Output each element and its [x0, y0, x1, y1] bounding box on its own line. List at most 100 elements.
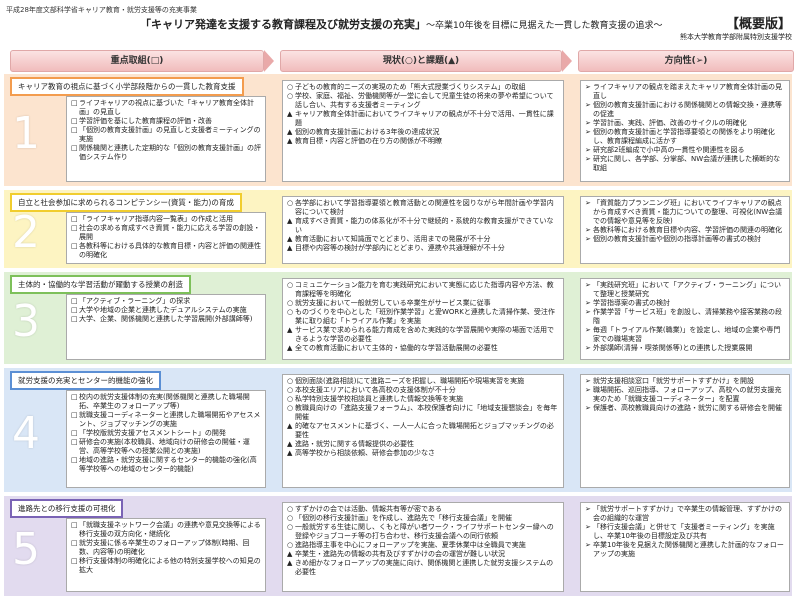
bullet-marker: ○	[287, 377, 294, 385]
bullet-marker: ➢	[585, 155, 591, 163]
section-2-current-box: ○各学部において学習指導要領と教育活動との関連性を図りながら年間計画や学習内容に…	[282, 196, 564, 264]
current-item: ▲教育目標・内容と評価の在り方の関係が不明瞭	[287, 137, 559, 146]
bullet-marker: ➢	[585, 226, 591, 234]
bullet-marker: ➢	[585, 83, 591, 91]
current-item: ▲キャリア教育全体計画においてライフキャリアの観点が不十分で活用、一貫性に課題	[287, 110, 559, 128]
item-text: 「個別の移行支援計画」を作成し、進路先で「移行支援会議」を開催	[295, 514, 512, 522]
focus-item: □就職支援コーディネーターと連携した職場開拓やアセスメント、ジョブマッチングの実…	[71, 411, 261, 429]
section-5-direction-box: ➢「就労サポートすずかけ」で卒業生の情報管理、すずかけの会の組織的な運営➢「移行…	[580, 502, 790, 592]
bullet-marker: ▲	[287, 559, 293, 567]
focus-item: □就労支援に係る卒業生のフォローアップ体制(時期、回数、内容等)の明確化	[71, 539, 261, 557]
bullet-marker: ➢	[585, 299, 591, 307]
current-item: ○一般就労する生徒に関し、くもと障がい者ワーク・ライフサポートセンター縁への登録…	[287, 523, 559, 541]
col-head-current: 現状(○)と課題(▲)	[280, 50, 562, 72]
item-text: 私学特別支援学校相談員と連携した情報交換等を実施	[295, 395, 463, 403]
current-item: ▲個別の教育支援計画における3年後の達成状況	[287, 128, 559, 137]
item-text: 本校支援エリアにおいて各高校の支援体制が不十分	[295, 386, 456, 394]
section-5-label: 進路先との移行支援の可視化	[10, 499, 124, 518]
item-text: 「個別の教育支援計画」の見直しと支援者ミーティングの実施	[79, 126, 261, 143]
item-text: ライフキャリアの視点に基づいた「キャリア教育全体計画」の見直し	[79, 99, 254, 116]
focus-item: □移行支援体制の明確化による他の特別支援学校への知見の拡大	[71, 557, 261, 575]
current-item: ○就労支援において一般就労している卒業生がサービス業に従事	[287, 299, 559, 308]
focus-item: □研修会の実施(本校職員、地域向けの研修会の開催・運営、高等学校等への授業公開と…	[71, 438, 261, 456]
current-item: ○私学特別支援学校相談員と連携した情報交換等を実施	[287, 395, 559, 404]
section-3-focus-box: □「アクティブ・ラーニング」の探求□大学や地域の企業と連携したデュアルシステムの…	[66, 294, 266, 360]
item-text: 社会の求める育成すべき資質・能力に応える学習の創設・展開	[79, 224, 261, 241]
item-text: 大学や地域の企業と連携したデュアルシステムの実施	[79, 306, 247, 314]
item-text: 進路指導主事を中心にフォローアップを実施、夏季休業中は全職員で実施	[295, 541, 526, 549]
section-4-focus-box: □ 校内の就労支援体制の充実(関係機関と連携した職場開拓、卒業生のフォローアップ等…	[66, 390, 266, 488]
section-5-current-box: ○すずかけの会では活動、情報共有等が密である○「個別の移行支援計画」を作成し、進…	[282, 502, 564, 592]
bullet-marker: ○	[287, 386, 294, 394]
bullet-marker: ○	[287, 308, 294, 316]
current-item: ▲的確なアセスメントに基づく、一人一人に合った職場開拓とジョブマッチングの必要性	[287, 422, 559, 440]
item-text: 進路・就労に関する情報提供の必要性	[295, 440, 414, 448]
bullet-marker: ○	[287, 92, 294, 100]
item-text: 毎週「トライアル作業(職業)」を設定し、地域の企業や専門家での職場実習	[593, 326, 781, 343]
bullet-marker: ○	[287, 514, 294, 522]
page-title: 「キャリア発達を支援する教育課程及び就労支援の充実」～卒業10年後を目標に見据え…	[140, 16, 662, 32]
current-item: ○個別面談(進路相談)にて進路ニーズを把握し、職場開拓や現場実習を実施	[287, 377, 559, 386]
bullet-marker: ▲	[287, 235, 293, 243]
bullet-marker: ○	[287, 505, 294, 513]
section-4-direction-box: ➢就労支援相談窓口「就労サポートすずかけ」を開設➢職場開拓、巡回指導、フォローア…	[580, 374, 790, 488]
section-1: キャリア教育の視点に基づく小学部段階からの一貫した教育支援 1 □ライフキャリアの視…	[4, 74, 792, 186]
section-1-focus-box: □ライフキャリアの視点に基づいた「キャリア教育全体計画」の見直し□学習評価を基に…	[66, 96, 266, 182]
direction-item: ➢学習計画、実践、評価、改善のサイクルの明確化	[585, 119, 785, 128]
bullet-marker: □	[71, 438, 78, 446]
bullet-marker: ➢	[585, 344, 591, 352]
direction-item: ➢就労支援相談窓口「就労サポートすずかけ」を開設	[585, 377, 785, 386]
current-item: ○進路指導主事を中心にフォローアップを実施、夏季休業中は全職員で実施	[287, 541, 559, 550]
bullet-marker: □	[71, 224, 78, 232]
item-text: コミュニケーション能力を育む実践研究において実態に応じた指導内容や方法、教育課程…	[295, 281, 554, 298]
item-text: ものづくりを中心とした「班別作業学習」と愛WORKと連携した清掃作業、受注作業に…	[295, 308, 555, 325]
bullet-marker: ➢	[585, 386, 591, 394]
bullet-marker: ➢	[585, 541, 591, 549]
current-item: ○コミュニケーション能力を育む実践研究において実態に応じた指導内容や方法、教育課…	[287, 281, 559, 299]
bullet-marker: ➢	[585, 128, 591, 136]
item-text: 子どもの教育的ニーズの実現のため「熊大式授業づくりシステム」の取組	[295, 83, 526, 91]
current-item: ▲育成すべき資質・能力の体系化が不十分で継続的・系統的な教育支援ができていない	[287, 217, 559, 235]
section-4-current-box: ○個別面談(進路相談)にて進路ニーズを把握し、職場開拓や現場実習を実施○本校支援…	[282, 374, 564, 488]
item-text: 「資質能力プランニング班」においてライフキャリアの観点から育成すべき資質・能力に…	[593, 199, 783, 225]
bullet-marker: □	[71, 297, 78, 305]
item-text: きめ細かなフォローアップの実施に向け、関係機関と連携した就労支援システムの必要性	[295, 559, 554, 576]
bullet-marker: ▲	[287, 110, 293, 118]
focus-item: □大学、企業、関係機関と連携した学習展開(外部講師等)	[71, 315, 261, 324]
bullet-marker: ➢	[585, 308, 591, 316]
bullet-marker: ➢	[585, 404, 591, 412]
item-text: 学校、家庭、福祉、労働機関等が一堂に会して児童生徒の将来の夢や希望について話し合…	[295, 92, 554, 109]
item-text: 卒業10年後を見据えた関係機関と連携した計画的なフォローアップの実施	[593, 541, 784, 558]
item-text: 一般就労する生徒に関し、くもと障がい者ワーク・ライフサポートセンター縁への登録や…	[295, 523, 554, 540]
item-text: 保護者、高校教職員向けの進路・就労に関する研修会を開催	[593, 404, 782, 412]
current-item: ○各学部において学習指導要領と教育活動との関連性を図りながら年間計画や学習内容に…	[287, 199, 559, 217]
item-text: 「就職支援ネットワーク会議」の連携や意見交換等による移行支援の双方向化・継続化	[79, 521, 261, 538]
focus-item: □社会の求める育成すべき資質・能力に応える学習の創設・展開	[71, 224, 261, 242]
section-4-number: 4	[12, 408, 40, 459]
focus-item: □学習評価を基にした教育課程の評価・改善	[71, 117, 261, 126]
bullet-marker: ▲	[287, 128, 293, 136]
direction-item: ➢「実践研究班」において「アクティブ・ラーニング」について整理と授業研究	[585, 281, 785, 299]
item-text: 目標や内容等の検討が学部内にとどまり、連携や共通理解が不十分	[295, 244, 505, 252]
direction-item: ➢外部講師(清掃・喫茶関係等)との連携した授業展開	[585, 344, 785, 353]
bullet-marker: □	[71, 99, 78, 107]
item-text: 的確なアセスメントに基づく、一人一人に合った職場開拓とジョブマッチングの必要性	[295, 422, 554, 439]
item-text: 学習計画、実践、評価、改善のサイクルの明確化	[593, 119, 747, 127]
section-1-number: 1	[12, 108, 40, 159]
bullet-marker: ○	[287, 404, 294, 412]
focus-item: □「学校版就労支援アセスメントシート」の開発	[71, 429, 261, 438]
item-text: 教育活動において知識面でとどまり、活用までの発展が不十分	[295, 235, 491, 243]
item-text: 個別の教育支援計画における3年後の達成状況	[295, 128, 440, 136]
focus-item: □「ライフキャリア指導内容一覧表」の作成と活用	[71, 215, 261, 224]
section-1-current-box: ○子どもの教育的ニーズの実現のため「熊大式授業づくりシステム」の取組○学校、家庭…	[282, 80, 564, 182]
item-text: 地域の進路・就労支援に関するセンター的機能の強化(高等学校等への地域のセンター的…	[79, 456, 257, 473]
current-item: ▲サービス業で求められる能力育成を含めた実践的な学習展開や実際の場面で活用できる…	[287, 326, 559, 344]
current-item: ▲きめ細かなフォローアップの実施に向け、関係機関と連携した就労支援システムの必要…	[287, 559, 559, 577]
bullet-marker: □	[71, 539, 78, 547]
item-text: 各教科等における教育目標や内容、学習評価の関連の明確化	[593, 226, 782, 234]
item-text: 校内の就労支援体制の充実(関係機関と連携した職場開拓、卒業生のフォローアップ等)	[79, 393, 250, 410]
section-1-label: キャリア教育の視点に基づく小学部段階からの一貫した教育支援	[10, 77, 244, 96]
item-text: 「アクティブ・ラーニング」の探求	[79, 297, 191, 305]
